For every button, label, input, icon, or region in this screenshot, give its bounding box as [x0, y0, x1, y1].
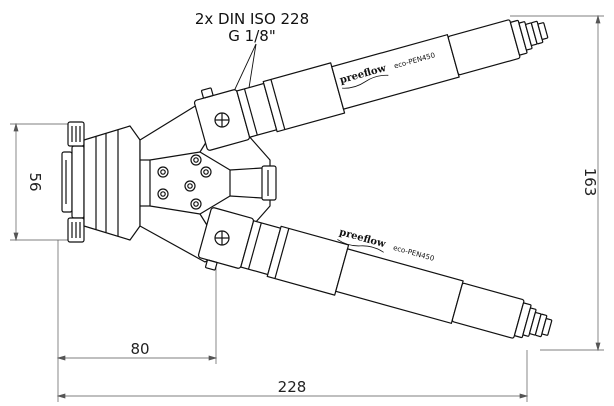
- dimension-228-label: 228: [278, 378, 307, 396]
- callout-line-1: 2x DIN ISO 228: [195, 10, 309, 28]
- dimension-56-label: 56: [26, 172, 44, 191]
- lower-model-label: eco-PEN450: [392, 244, 435, 263]
- dimension-163: [510, 14, 604, 352]
- port-marker-lower: [214, 230, 230, 246]
- callout-line-2: G 1/8": [228, 27, 275, 45]
- port-marker-upper: [214, 112, 230, 128]
- dimension-163-label: 163: [581, 168, 599, 197]
- housing-screws: [157, 154, 212, 210]
- dimension-80-label: 80: [130, 340, 149, 358]
- device-body: [61, 19, 553, 339]
- nozzle-mount: [61, 121, 85, 243]
- dimension-228: [56, 350, 529, 402]
- dimension-56: [10, 122, 70, 242]
- lower-dosing-arm: [197, 207, 553, 339]
- dimension-80: [56, 240, 218, 364]
